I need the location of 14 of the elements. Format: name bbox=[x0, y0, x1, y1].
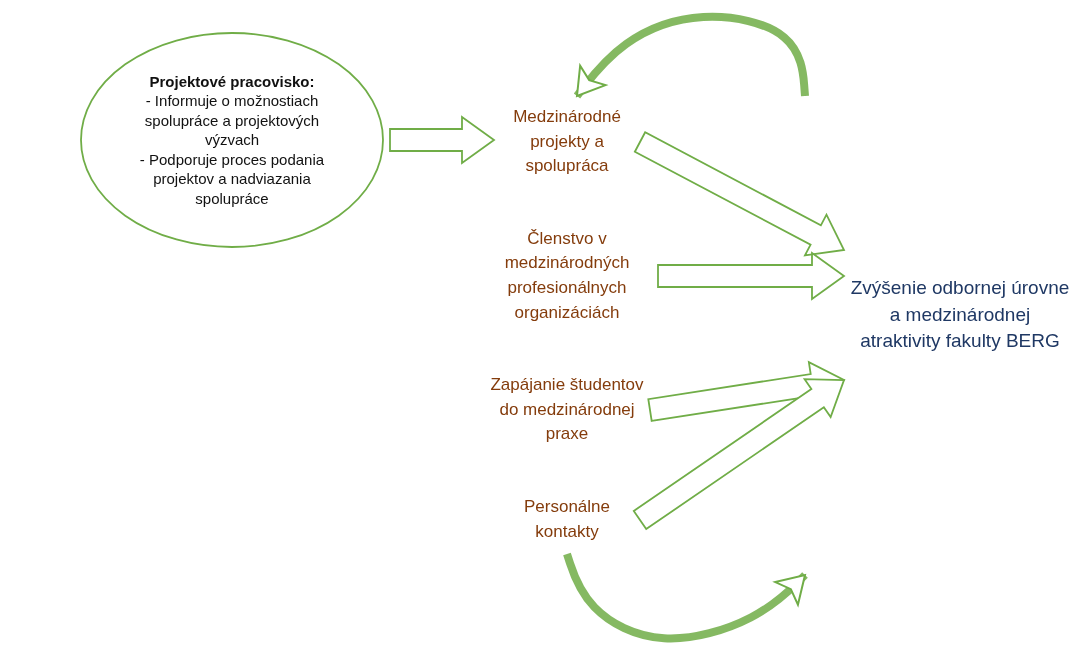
arrow bbox=[633, 131, 846, 257]
item-label: Zapájanie študentov do medzinárodnej praxe bbox=[490, 356, 644, 464]
item-label: Medzinárodné projekty a spolupráca bbox=[500, 100, 634, 184]
arrow bbox=[657, 251, 846, 301]
item-label: Personálne kontakty bbox=[500, 490, 634, 550]
outcome-text: Zvýšenie odbornej úrovne a medzinárodnej atraktivity fakulty BERG bbox=[850, 240, 1070, 390]
list-item: - Podporuje proces podania projektov a nadviazania spolupráce bbox=[138, 149, 326, 209]
arrow bbox=[573, 12, 809, 99]
arrow bbox=[632, 378, 846, 531]
item-label: Členstvo v medzinárodných profesionálnych organizáciách bbox=[482, 222, 652, 330]
arrow bbox=[563, 552, 808, 643]
heading: Projektové pracovisko: bbox=[149, 71, 315, 92]
list-item: - Informuje o možnostiach spolupráce a projektových výzvach bbox=[143, 91, 321, 150]
arrow bbox=[389, 115, 496, 165]
